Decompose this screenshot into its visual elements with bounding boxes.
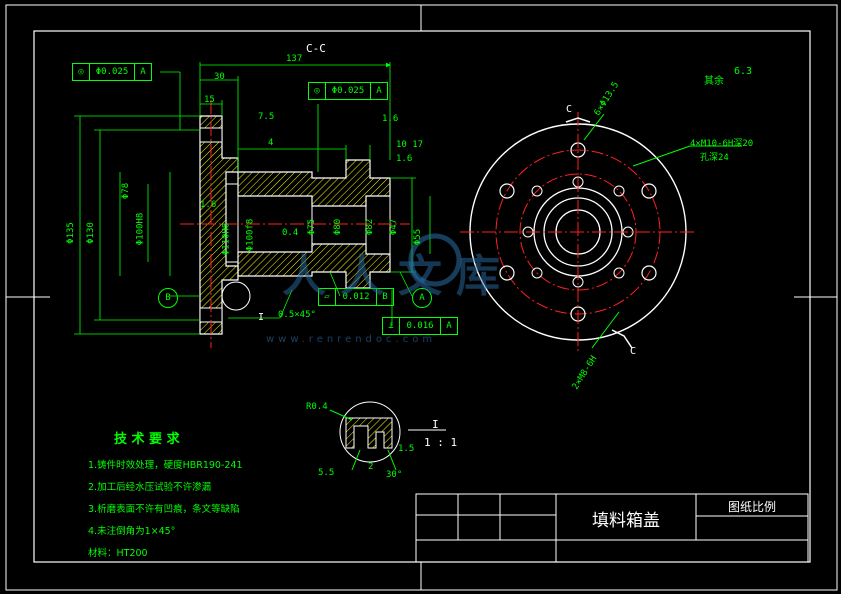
dim-1-6-b: 1.6 <box>200 200 217 210</box>
detail-d5-5: 5.5 <box>318 468 335 478</box>
fcf-datum: A <box>376 86 382 96</box>
detail-label: I <box>432 418 439 431</box>
section-label: C-C <box>306 42 326 55</box>
dim-0-5x45: 0.5×45° <box>278 310 316 320</box>
notes-title: 技 术 要 求 <box>114 432 180 447</box>
dim-phi135: Φ135 <box>65 222 76 244</box>
datum-a: A <box>412 288 432 308</box>
fcf-symbol: ⊥ <box>383 318 400 334</box>
part-name: 填料箱盖 <box>592 511 660 531</box>
detail-r0-4: R0.4 <box>306 402 328 412</box>
fcf-mid-flat: ▱ 0.012 B <box>318 288 394 306</box>
note-item: 1.铸件时效处理，硬度HBR190-241 <box>88 460 243 471</box>
watermark-url: www.renrendoc.com <box>266 334 437 345</box>
detail-marker: I <box>258 312 265 323</box>
fcf-symbol: ◎ <box>309 83 326 99</box>
dim-30: 30 <box>214 72 225 82</box>
watermark-text: 人人文库 <box>282 251 514 302</box>
fcf-datum: B <box>382 292 388 302</box>
dim-10-17: 10 17 <box>396 140 424 150</box>
scale-label: 图纸比例 <box>728 500 777 514</box>
watermark <box>408 233 462 287</box>
dim-7-5: 7.5 <box>258 112 275 122</box>
fcf-value: Φ0.025 <box>326 83 371 99</box>
view-c-bottom: C <box>630 346 637 357</box>
detail-d30: 30° <box>386 470 403 480</box>
fcf-datum: A <box>140 67 146 77</box>
dim-15: 15 <box>204 95 215 105</box>
fcf-top-mid: ◎ Φ0.025 A <box>308 82 388 100</box>
fcf-symbol: ◎ <box>73 64 90 80</box>
flange-section <box>199 115 239 335</box>
fcf-value: 0.012 <box>336 289 377 305</box>
note-item: 材料：HT200 <box>88 548 148 559</box>
fcf-value: 0.016 <box>400 318 441 334</box>
dim-phi130: Φ130 <box>85 222 96 244</box>
section-dimension-lines <box>74 62 431 335</box>
note-item: 4.未注倒角为1×45° <box>88 526 176 537</box>
dim-thread-c: 2×M8-6H <box>570 354 600 392</box>
section-view <box>180 100 410 348</box>
dim-137: 137 <box>286 54 303 64</box>
fcf-symbol: ▱ <box>319 289 336 305</box>
fcf-bottom: ⊥ 0.016 A <box>382 317 458 335</box>
dim-0-4: 0.4 <box>282 228 299 238</box>
dim-1-6-a: 1.6 <box>396 154 413 164</box>
dim-phi100h8: Φ100H8 <box>135 212 146 246</box>
dim-thread-b: 孔深24 <box>700 153 729 163</box>
dim-1-6-c: 1.6 <box>382 114 399 124</box>
detail-scale: 1 : 1 <box>424 436 458 449</box>
dim-phi100f8: Φ100f8 <box>245 218 256 252</box>
note-item: 2.加工后经水压试验不许渗漏 <box>88 482 212 493</box>
detail-d2: 2 <box>368 462 374 472</box>
view-c-top: C <box>566 104 573 115</box>
dim-phi47: Φ47 <box>389 218 400 236</box>
technical-notes: 技 术 要 求 1.铸件时效处理，硬度HBR190-241 2.加工后经水压试验… <box>88 428 243 559</box>
dim-phi75: Φ75 <box>307 218 318 236</box>
dim-phi78: Φ78 <box>121 182 132 200</box>
detail-d1-5: 1.5 <box>398 444 415 454</box>
fcf-value: Φ0.025 <box>90 64 135 80</box>
fcf-datum: A <box>446 321 452 331</box>
dim-phi110h8: Φ110H8 <box>221 222 232 256</box>
dim-thread-a: 4×M10-6H深20 <box>690 139 754 149</box>
dim-phi80: Φ80 <box>333 218 344 236</box>
fcf-top-left: ◎ Φ0.025 A <box>72 63 152 81</box>
dim-hole-pattern: 6×Φ13.5 <box>592 80 622 118</box>
dim-4: 4 <box>268 138 274 148</box>
roughness-other-value: 6.3 <box>734 66 753 77</box>
note-item: 3.析磨表面不许有凹痕，条文等缺陷 <box>88 504 240 515</box>
title-block <box>415 493 809 563</box>
roughness-other-label: 其余 <box>704 76 724 87</box>
datum-b: B <box>158 288 178 308</box>
front-view <box>460 112 742 352</box>
dim-phi82: Φ82 <box>365 218 376 236</box>
detail-view <box>329 401 446 471</box>
